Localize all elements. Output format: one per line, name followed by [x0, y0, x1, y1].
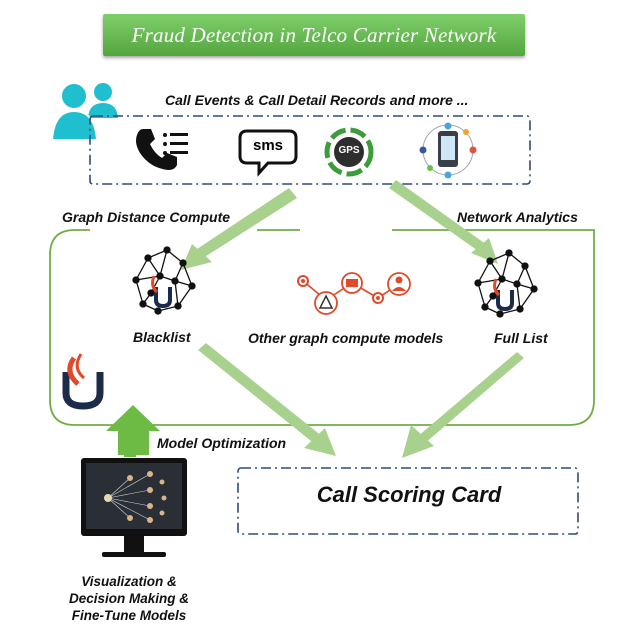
- other-models-label: Other graph compute models: [248, 330, 444, 346]
- gps-icon: [324, 127, 374, 177]
- brand-logo: [62, 353, 104, 410]
- title-banner: Fraud Detection in Telco Carrier Network: [103, 14, 525, 56]
- sources-caption: Call Events & Call Detail Records and mo…: [165, 92, 469, 108]
- visualization-caption-line-3: Fine-Tune Models: [71, 608, 187, 623]
- feedback-label: Model Optimization: [157, 435, 287, 451]
- gps-label: GPS: [338, 145, 360, 156]
- other-models-icon: [297, 272, 411, 315]
- call-scoring-card-label: Call Scoring Card: [316, 482, 502, 507]
- flow-arrow-blacklist-to-card: [198, 343, 336, 456]
- visualization-caption-line-1: Visualization &: [81, 574, 177, 589]
- diagram-title: Fraud Detection in Telco Carrier Network: [131, 22, 497, 47]
- monitor-icon: [81, 458, 187, 557]
- sms-icon: [238, 129, 298, 177]
- smartphone-social-icon: [419, 122, 477, 179]
- fulllist-label: Full List: [494, 330, 548, 346]
- fulllist-network-icon: [474, 249, 538, 318]
- flow-arrow-left: [181, 188, 297, 270]
- flow-label-left: Graph Distance Compute: [62, 209, 231, 225]
- feedback-arrow: [106, 405, 160, 457]
- blacklist-logo-mark: [151, 275, 172, 309]
- sources-box: [89, 115, 531, 185]
- visualization-caption: Visualization & Decision Making & Fine-T…: [54, 573, 204, 624]
- visualization-caption-line-2: Decision Making &: [68, 591, 190, 606]
- user-group-icon: [50, 82, 118, 141]
- graph-compute-frame: [49, 229, 595, 426]
- blacklist-network-icon: [132, 246, 196, 315]
- blacklist-label: Blacklist: [133, 329, 191, 345]
- flow-label-right: Network Analytics: [457, 209, 578, 225]
- phone-list-icon: [136, 129, 188, 170]
- fulllist-logo-mark: [493, 278, 514, 312]
- call-scoring-card-box: [237, 467, 579, 535]
- flow-arrow-fulllist-to-card: [402, 352, 524, 458]
- sms-label: sms: [252, 137, 284, 154]
- flow-arrow-right: [389, 180, 498, 264]
